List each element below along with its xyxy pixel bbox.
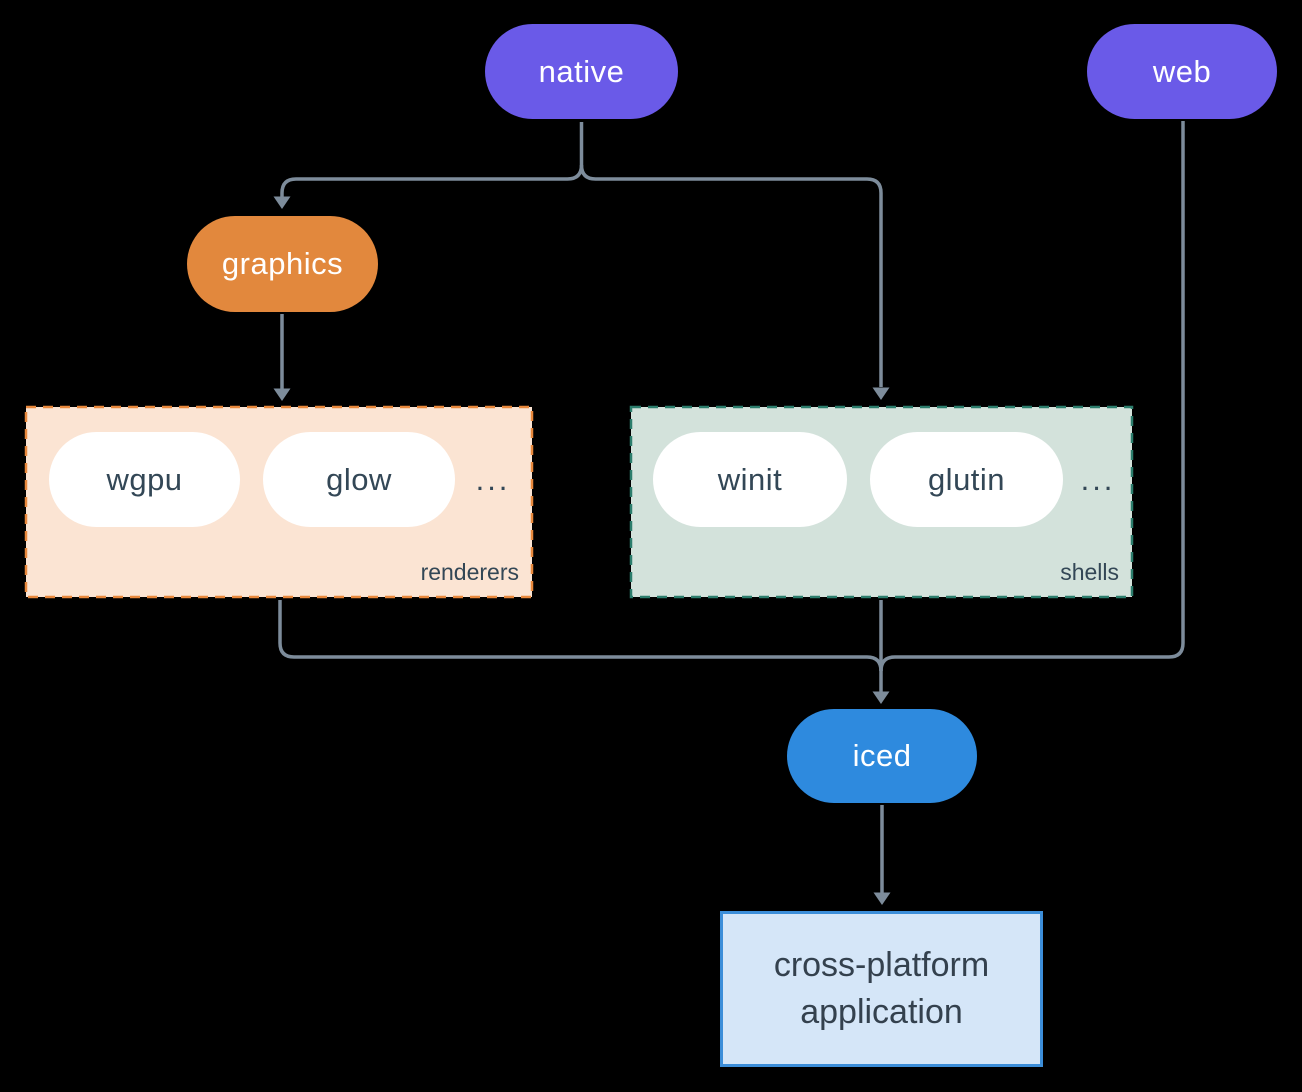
arrowhead-app <box>873 892 891 905</box>
shells-group: winit glutin ... shells <box>630 406 1133 598</box>
edge-renderers-to-iced <box>278 600 883 672</box>
shells-ellipsis: ... <box>1080 461 1116 497</box>
edge-native-to-graphics <box>280 122 584 197</box>
node-graphics: graphics <box>187 216 378 312</box>
cross-platform-application-box: cross-platform application <box>720 911 1043 1067</box>
edge-native-to-shells <box>579 164 883 387</box>
shells-group-label: shells <box>1060 559 1119 585</box>
node-glutin: glutin <box>870 432 1063 527</box>
arrowhead-iced <box>872 691 890 704</box>
arrowhead-renderers <box>273 388 291 401</box>
node-iced: iced <box>787 709 977 803</box>
arrowhead-shells <box>872 387 890 400</box>
node-web: web <box>1087 24 1277 119</box>
node-wgpu: wgpu <box>49 432 240 527</box>
renderers-ellipsis: ... <box>475 461 511 497</box>
arrowhead-graphics <box>273 196 291 209</box>
app-label-line1: cross-platform <box>773 946 990 984</box>
renderers-group: wgpu glow ... renderers <box>25 406 533 598</box>
node-winit: winit <box>653 432 847 527</box>
renderers-group-label: renderers <box>420 559 519 585</box>
app-label-line2: application <box>800 993 963 1031</box>
node-native: native <box>485 24 678 119</box>
node-glow: glow <box>263 432 455 527</box>
